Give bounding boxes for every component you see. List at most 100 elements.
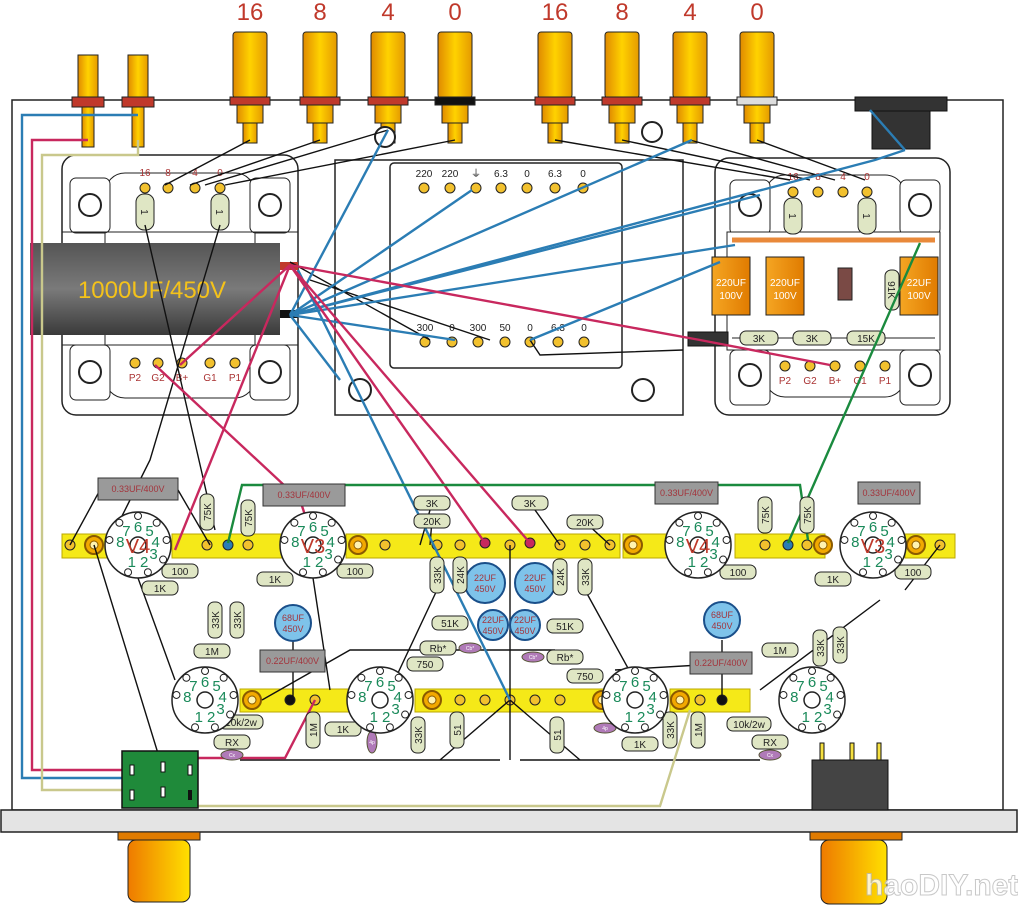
pin-number: 6 bbox=[631, 674, 639, 691]
tube-pin bbox=[779, 690, 788, 699]
speaker-binding-post-right-16[interactable]: 16 bbox=[534, 0, 576, 144]
resistor bbox=[207, 601, 223, 639]
secondary-tap-label: 8 bbox=[815, 172, 821, 183]
pin-number: 4 bbox=[649, 689, 657, 706]
solder-lug bbox=[552, 336, 564, 348]
secondary-tap-label: 16 bbox=[787, 172, 799, 183]
tube-pin bbox=[105, 535, 114, 544]
resistor-label: 1M bbox=[309, 723, 320, 737]
tube-pin bbox=[334, 555, 343, 564]
pin-number: 3 bbox=[324, 546, 332, 563]
resistor-label: 91K bbox=[885, 281, 896, 299]
pin-number: 2 bbox=[207, 709, 215, 726]
tube-pin bbox=[385, 723, 394, 732]
volume-knob-right[interactable] bbox=[809, 831, 903, 905]
secondary-tap-label: 4 bbox=[840, 172, 846, 183]
capacitor-label: 0.33UF/400V bbox=[862, 488, 915, 498]
solder-lug bbox=[829, 360, 841, 372]
volume-knob-left[interactable] bbox=[117, 831, 201, 903]
fuse-holder[interactable] bbox=[811, 742, 889, 811]
tube-pin bbox=[808, 667, 817, 675]
tube-pin bbox=[401, 710, 410, 719]
primary-tap-label: 0 bbox=[524, 169, 530, 180]
pin-number: 4 bbox=[219, 689, 227, 706]
pin-number: 6 bbox=[869, 519, 877, 536]
rca-input-left[interactable] bbox=[71, 54, 105, 148]
resistor bbox=[783, 197, 803, 235]
tube-pin bbox=[859, 568, 868, 577]
speaker-binding-post-right-4[interactable]: 4 bbox=[669, 0, 711, 144]
pin-number: 8 bbox=[790, 689, 798, 706]
pin-number: 4 bbox=[826, 689, 834, 706]
resistor-label: 33K bbox=[233, 611, 244, 629]
solder-lug bbox=[479, 694, 491, 706]
tube-pin bbox=[817, 723, 826, 732]
resistor-label: 1K bbox=[269, 575, 282, 586]
resistor-label: 1 bbox=[213, 209, 224, 215]
capacitor-voltage: 450V bbox=[524, 584, 545, 594]
blue-wire bbox=[869, 109, 906, 151]
pin-number: 6 bbox=[694, 519, 702, 536]
resistor-label: 100 bbox=[905, 568, 922, 579]
small-capacitor bbox=[758, 749, 782, 761]
speaker-binding-post-left-8[interactable]: 8 bbox=[299, 0, 341, 144]
iec-power-socket[interactable] bbox=[854, 96, 948, 150]
binding-post-label: 0 bbox=[448, 0, 461, 26]
solder-lug bbox=[499, 336, 511, 348]
tube-pin bbox=[366, 723, 375, 732]
blue-wire bbox=[289, 313, 456, 342]
resistor bbox=[546, 618, 584, 634]
pin-number: 5 bbox=[145, 523, 153, 540]
coupling-capacitor bbox=[262, 483, 346, 507]
solder-lug bbox=[801, 539, 813, 551]
blue-wire bbox=[289, 243, 736, 317]
resistor bbox=[452, 556, 468, 594]
tube-pin bbox=[337, 535, 346, 544]
solder-lug bbox=[837, 186, 849, 198]
speaker-binding-post-right-0[interactable]: 0 bbox=[736, 0, 778, 144]
resistor-label: 1 bbox=[786, 213, 797, 219]
capacitor-voltage: 450V bbox=[474, 584, 495, 594]
resistor-label: 75K bbox=[803, 506, 814, 524]
resistor-label: 33K bbox=[433, 566, 444, 584]
tube-pin bbox=[722, 535, 731, 544]
solder-lug bbox=[579, 539, 591, 551]
tube-pin bbox=[162, 535, 171, 544]
pin-number: 8 bbox=[358, 689, 366, 706]
blue-wire bbox=[529, 260, 721, 342]
secondary-tap-label: 0 bbox=[527, 323, 533, 334]
primary-tap-label: P1 bbox=[879, 376, 892, 387]
tube-pin bbox=[309, 512, 318, 520]
electrolytic-capacitor bbox=[477, 609, 509, 641]
resistor-label: 20K bbox=[423, 517, 441, 528]
tube-pin bbox=[833, 710, 842, 719]
small-capacitor-label: Cx bbox=[767, 753, 774, 759]
tube-pin bbox=[210, 723, 219, 732]
resistor bbox=[256, 571, 294, 587]
rca-input-right[interactable] bbox=[121, 54, 155, 148]
pin-number: 3 bbox=[216, 701, 224, 718]
capacitor-voltage: 450V bbox=[282, 624, 303, 634]
capacitor-value: 220UF bbox=[770, 278, 800, 289]
tube-label: V3 bbox=[861, 536, 885, 558]
capacitor-label: 0.33UF/400V bbox=[660, 488, 713, 498]
speaker-binding-post-left-4[interactable]: 4 bbox=[367, 0, 409, 144]
speaker-binding-post-right-8[interactable]: 8 bbox=[601, 0, 643, 144]
resistor bbox=[662, 711, 678, 749]
power-switch[interactable] bbox=[121, 750, 199, 809]
resistor bbox=[141, 580, 179, 596]
red-wire bbox=[30, 138, 130, 772]
speaker-binding-post-left-16[interactable]: 16 bbox=[229, 0, 271, 144]
resistor-label: 51K bbox=[441, 619, 459, 630]
tube-pin bbox=[656, 710, 665, 719]
resistor-label: 51K bbox=[556, 622, 574, 633]
tube-pin bbox=[394, 673, 403, 682]
speaker-binding-post-left-0[interactable]: 0 bbox=[434, 0, 476, 144]
resistor-label: 1M bbox=[205, 647, 219, 658]
resistor-label: 33K bbox=[211, 611, 222, 629]
